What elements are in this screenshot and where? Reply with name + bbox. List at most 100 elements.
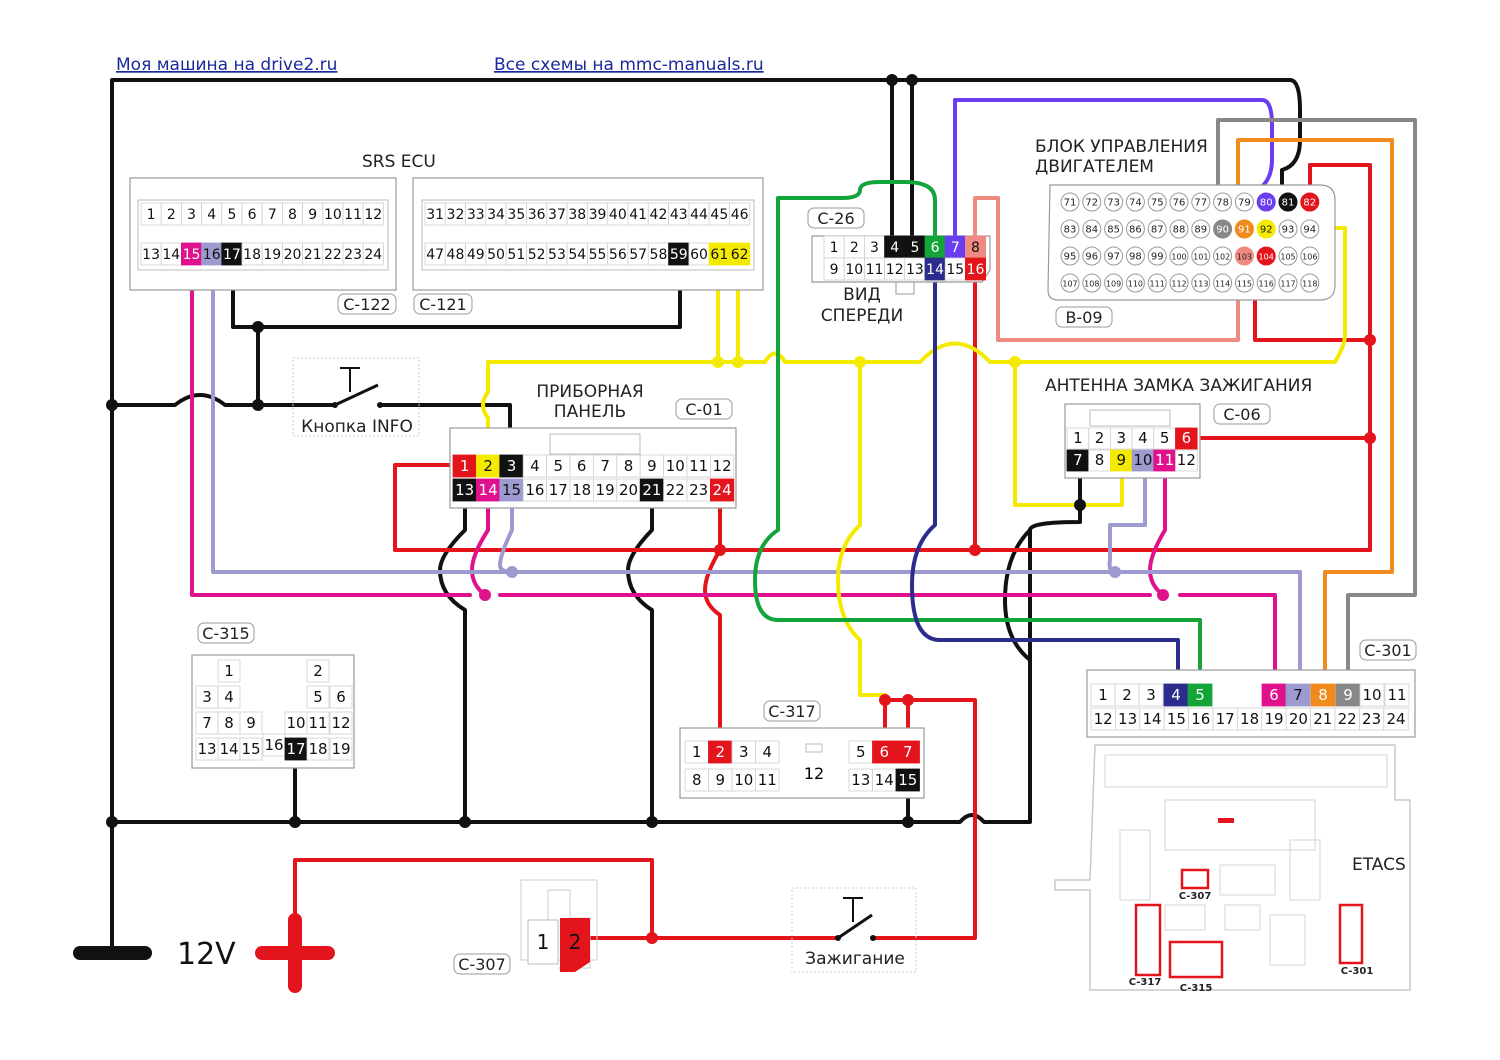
c301-pin-24: 24 bbox=[1386, 710, 1405, 728]
instrument-panel-label-1: ПРИБОРНАЯ bbox=[536, 382, 643, 402]
b09-pin-100-circle bbox=[1169, 246, 1189, 266]
c315-pin-11-cell bbox=[306, 711, 330, 735]
b09-pin-98-circle bbox=[1125, 246, 1145, 266]
lavender-c06-10-wire bbox=[1107, 468, 1147, 574]
c315-pin-3: 3 bbox=[202, 688, 212, 706]
c301-pin-14: 14 bbox=[1142, 710, 1161, 728]
b09-pin-73-circle bbox=[1104, 192, 1124, 212]
b09-pin-104-circle bbox=[1256, 246, 1276, 266]
b09-pin-91: 91 bbox=[1238, 225, 1251, 236]
instrument-panel-label-2: ПАНЕЛЬ bbox=[554, 402, 626, 422]
c315-pin-19: 19 bbox=[331, 740, 350, 758]
b09-pin-114-circle bbox=[1213, 273, 1233, 293]
b09-pin-95: 95 bbox=[1064, 252, 1077, 263]
c317-pin-13: 13 bbox=[851, 771, 870, 789]
c301-pin-8: 8 bbox=[1318, 686, 1328, 704]
c121-pin-52: 52 bbox=[528, 247, 546, 263]
b09-pin-108: 108 bbox=[1084, 280, 1099, 289]
b09-pin-72: 72 bbox=[1085, 198, 1098, 209]
b09-pin-93-circle bbox=[1278, 219, 1298, 239]
c122-pin-6: 6 bbox=[248, 207, 257, 223]
c26-pin-7: 7 bbox=[951, 240, 960, 256]
c301-pin-7: 7 bbox=[1293, 686, 1303, 704]
c121-tag: C-121 bbox=[419, 295, 466, 314]
c301-pin-6: 6 bbox=[1269, 686, 1279, 704]
b09-pin-117: 117 bbox=[1280, 280, 1295, 289]
c315-pin-6-cell bbox=[329, 685, 353, 709]
b09-pin-101-circle bbox=[1191, 246, 1211, 266]
c315-tag: C-315 bbox=[202, 624, 249, 643]
b09-pin-88-circle bbox=[1169, 219, 1189, 239]
c01-pin-19: 19 bbox=[596, 481, 615, 499]
c315-pin-5-cell bbox=[306, 685, 330, 709]
b09-pin-104: 104 bbox=[1259, 253, 1274, 262]
c121-pin-55: 55 bbox=[589, 247, 607, 263]
c26-pin-9: 9 bbox=[830, 262, 839, 278]
c301-pin-8-cell bbox=[1310, 683, 1336, 707]
c26-pin-1: 1 bbox=[830, 240, 839, 256]
c301-pin-20: 20 bbox=[1289, 710, 1308, 728]
c01-pin-5: 5 bbox=[554, 457, 564, 475]
etacs-c307-label: C-307 bbox=[1179, 891, 1212, 902]
c122-pin-2: 2 bbox=[167, 207, 176, 223]
yellow-c06-9-wire bbox=[1013, 360, 1124, 507]
etacs-c315-label: C-315 bbox=[1180, 983, 1213, 994]
b09-pin-101: 101 bbox=[1193, 253, 1208, 262]
c06-pin-12: 12 bbox=[1177, 451, 1196, 469]
b09-pin-81-circle bbox=[1278, 192, 1298, 212]
c301-pin-4: 4 bbox=[1171, 686, 1181, 704]
b09-pin-114: 114 bbox=[1215, 280, 1230, 289]
b09-pin-113-circle bbox=[1191, 273, 1211, 293]
c121-pin-36: 36 bbox=[528, 207, 546, 223]
c301-pin-15: 15 bbox=[1167, 710, 1186, 728]
b09-pin-102: 102 bbox=[1215, 253, 1230, 262]
c121-pin-50: 50 bbox=[487, 247, 505, 263]
b09-pin-107-circle bbox=[1060, 273, 1080, 293]
b09-pin-84: 84 bbox=[1085, 225, 1098, 236]
c317-pin-12: 12 bbox=[804, 764, 824, 783]
b09-pin-102-circle bbox=[1213, 246, 1233, 266]
b09-pin-90-circle bbox=[1213, 219, 1233, 239]
c315-pin-10: 10 bbox=[286, 714, 305, 732]
b09-pin-76: 76 bbox=[1173, 198, 1186, 209]
b09-pin-82: 82 bbox=[1303, 198, 1316, 209]
b09-pin-111-circle bbox=[1147, 273, 1167, 293]
c315-pin-13: 13 bbox=[197, 740, 216, 758]
b09-pin-85: 85 bbox=[1107, 225, 1120, 236]
c01-pin-13: 13 bbox=[455, 481, 474, 499]
c315-pin-6: 6 bbox=[336, 688, 346, 706]
c317-pin-2: 2 bbox=[715, 743, 725, 761]
b09-pin-112-circle bbox=[1169, 273, 1189, 293]
c01-pin-11: 11 bbox=[689, 457, 708, 475]
c121-pin-59: 59 bbox=[670, 247, 688, 263]
b09-pin-113: 113 bbox=[1193, 280, 1208, 289]
c301-tag: C-301 bbox=[1364, 641, 1411, 660]
c301-pin-2: 2 bbox=[1122, 686, 1132, 704]
c26-pin-15: 15 bbox=[946, 262, 964, 278]
b09-pin-118: 118 bbox=[1302, 280, 1317, 289]
c122-pin-17: 17 bbox=[223, 247, 241, 263]
black-c01-13-wire bbox=[438, 488, 467, 824]
yellow-ignition-wire bbox=[836, 360, 887, 697]
ignition-switch-label: Зажигание bbox=[805, 949, 905, 969]
c317-pin-9: 9 bbox=[715, 771, 725, 789]
etacs-c301-label: C-301 bbox=[1341, 966, 1374, 977]
info-button-label: Кнопка INFO bbox=[301, 417, 413, 437]
c301-pin-5-cell bbox=[1187, 683, 1213, 707]
blue-wire bbox=[910, 268, 1180, 692]
c121-pin-34: 34 bbox=[487, 207, 505, 223]
junctions bbox=[106, 74, 1086, 828]
etacs-block-picture: C-307 C-317 C-315 C-301 bbox=[1054, 744, 1411, 994]
drive2-link[interactable]: Моя машина на drive2.ru bbox=[116, 55, 337, 75]
c01-pin-18: 18 bbox=[572, 481, 591, 499]
c06-pin-5: 5 bbox=[1160, 429, 1170, 447]
mmc-manuals-link[interactable]: Все схемы на mmc-manuals.ru bbox=[494, 55, 764, 75]
c01-pin-24: 24 bbox=[713, 481, 732, 499]
orange-wire bbox=[1236, 138, 1394, 692]
